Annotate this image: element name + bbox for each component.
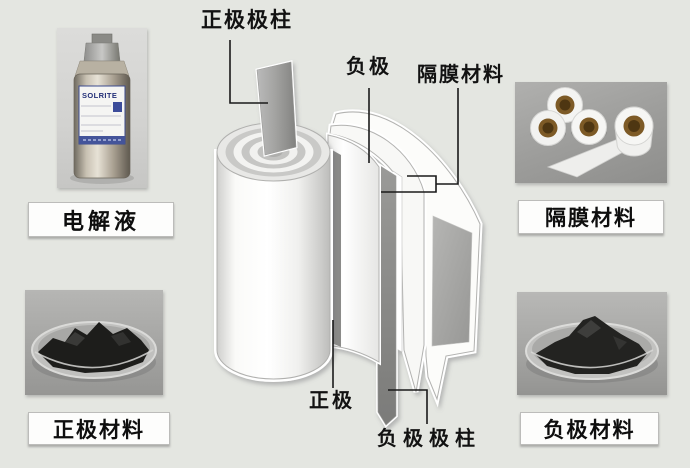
caption-electrolyte: 电解液: [28, 202, 174, 237]
label-separator: 隔膜材料: [417, 64, 505, 86]
outer-sheet: [329, 109, 483, 408]
cathode-powder-dish-photo: [25, 290, 163, 395]
rolled-cylinder: [214, 60, 333, 382]
outer-sheet-gray-panel: [431, 215, 473, 347]
label-negative-terminal: 负极极柱: [377, 428, 481, 450]
leader-separator-bracket: [381, 175, 437, 193]
caption-separator-material: 隔膜材料: [518, 200, 664, 234]
spiral-rings: [225, 127, 322, 177]
unrolled-sheets: [325, 109, 483, 428]
middle-sheet: [327, 122, 427, 393]
leader-lines: [229, 40, 459, 424]
positive-terminal-tab: [255, 60, 298, 157]
label-positive-terminal: 正极极柱: [201, 8, 293, 32]
bottle-brand-text: SOLRITE: [82, 91, 117, 100]
leader-separator: [436, 88, 459, 185]
label-negative-electrode: 负极: [346, 56, 392, 78]
cylinder-top-face: [216, 122, 331, 182]
caption-cathode-material: 正极材料: [28, 412, 170, 445]
tape-rolls: [530, 87, 654, 157]
bottle-label: [78, 85, 126, 145]
separator-sheet: [375, 160, 398, 428]
caption-anode-material: 负极材料: [520, 412, 659, 445]
powder-mound: [535, 316, 647, 374]
separator-tape-rolls-photo: [515, 82, 667, 183]
bottle-shoulder: [74, 60, 130, 77]
front-sheet: [326, 132, 381, 366]
electrolyte-bottle-photo: SOLRITE: [57, 28, 147, 188]
thin-sheet: [392, 170, 403, 353]
bottle-label-band: [79, 136, 125, 144]
leader-positive-terminal: [229, 40, 268, 104]
anode-powder-dish-photo: [517, 292, 667, 395]
leader-negative-terminal: [388, 389, 428, 424]
bottle-cap: [83, 42, 121, 62]
positive-electrode-strip: [325, 146, 341, 347]
label-positive-electrode: 正极: [309, 390, 355, 412]
